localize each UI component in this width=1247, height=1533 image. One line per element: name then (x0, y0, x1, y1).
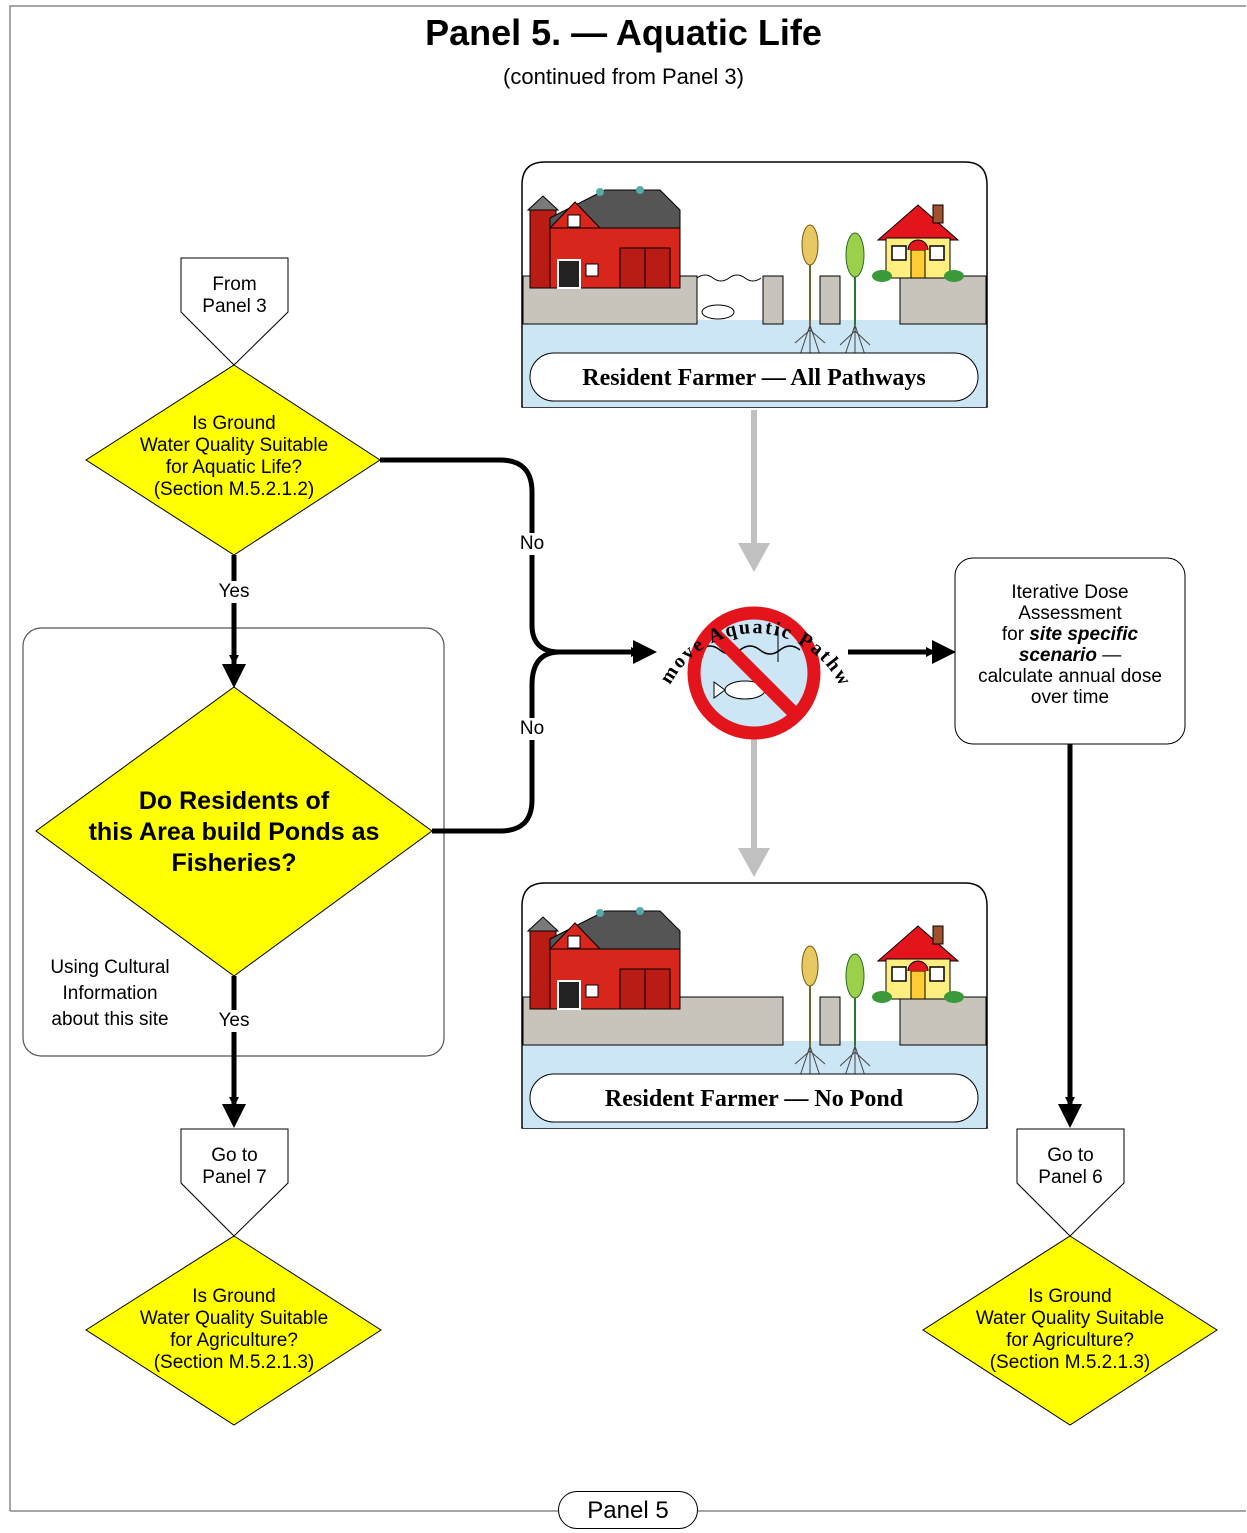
decision-ground-water-text: Is Ground Water Quality Suitable for Aqu… (114, 413, 354, 501)
dgw-line-1: Is Ground (192, 413, 276, 434)
cn-line-3: about this site (51, 1009, 169, 1030)
decision-agriculture-right-text: Is Ground Water Quality Suitable for Agr… (950, 1286, 1190, 1374)
decision-agriculture-left-text: Is Ground Water Quality Suitable for Agr… (114, 1286, 354, 1374)
edge-label-yes-upper: Yes (204, 581, 264, 603)
from-line-2: Panel 3 (202, 296, 267, 317)
edge-label-no-upper: No (505, 533, 559, 555)
scenario-no-pond (521, 882, 988, 1129)
scenario-all-pathways (521, 161, 988, 408)
go-to-panel-7-connector (180, 1128, 289, 1237)
da-line-4-emph: scenario (1018, 645, 1097, 666)
dal-line-4: (Section M.5.2.1.3) (153, 1352, 315, 1373)
dp-line-3: Fisheries? (171, 849, 297, 877)
cultural-note-text: Using Cultural Information about this si… (30, 955, 190, 1033)
dp-line-1: Do Residents of (138, 787, 330, 815)
edge-label-no-lower: No (505, 718, 559, 740)
scenario-no-pond-label: Resident Farmer — No Pond (604, 1086, 904, 1112)
dar-line-1: Is Ground (1028, 1286, 1112, 1307)
dgw-line-2: Water Quality Suitable (139, 435, 329, 456)
gp7-line-2: Panel 7 (202, 1167, 267, 1188)
da-line-3-emph: site specific (1029, 624, 1139, 645)
da-line-3-prefix: for (1001, 624, 1030, 645)
from-panel-3-connector (180, 257, 289, 366)
decision-ponds-text: Do Residents of this Area build Ponds as… (84, 786, 384, 879)
go-to-panel-6-text: Go to Panel 6 (1017, 1145, 1124, 1189)
decision-agriculture-right (922, 1235, 1218, 1426)
da-line-5: calculate annual dose (978, 666, 1162, 687)
arrow-no-upper (380, 457, 641, 657)
decision-agriculture-left (85, 1235, 382, 1426)
dal-line-1: Is Ground (192, 1286, 276, 1307)
da-line-1: Iterative Dose (1011, 582, 1129, 603)
dar-line-3: for Agriculture? (1006, 1330, 1134, 1351)
arrow-no-lower (432, 649, 561, 834)
cn-line-1: Using Cultural (50, 957, 170, 978)
dgw-line-3: for Aquatic Life? (165, 457, 303, 478)
gp6-line-1: Go to (1047, 1145, 1094, 1166)
page-frame (9, 5, 1246, 1512)
dal-line-2: Water Quality Suitable (139, 1308, 329, 1329)
da-line-4-suffix: — (1096, 645, 1122, 666)
go-to-panel-6-connector (1016, 1128, 1125, 1237)
gp6-line-2: Panel 6 (1038, 1167, 1103, 1188)
dar-line-2: Water Quality Suitable (975, 1308, 1165, 1329)
page-subtitle: (continued from Panel 3) (503, 64, 744, 89)
da-line-2: Assessment (1018, 603, 1122, 624)
cn-line-2: Information (62, 983, 158, 1004)
go-to-panel-7-text: Go to Panel 7 (181, 1145, 288, 1189)
edge-label-yes-lower: Yes (204, 1010, 264, 1032)
from-panel-3-text: From Panel 3 (181, 274, 288, 318)
scenario-all-pathways-label: Resident Farmer — All Pathways (582, 365, 926, 391)
gp7-line-1: Go to (211, 1145, 258, 1166)
gray-arrows (738, 410, 770, 877)
dar-line-4: (Section M.5.2.1.3) (989, 1352, 1151, 1373)
da-line-6: over time (1030, 687, 1110, 708)
panel-footer-label: Panel 5 (558, 1491, 698, 1529)
da-line-4: scenario — (955, 645, 1185, 666)
page-title: Panel 5. — Aquatic Life (425, 12, 822, 53)
flow-lines (229, 457, 1075, 1107)
dose-assessment-text: Iterative Dose Assessment for site speci… (955, 582, 1185, 708)
from-line-1: From (212, 274, 257, 295)
da-line-3: for site specific (955, 624, 1185, 645)
dp-line-2: this Area build Ponds as (88, 818, 380, 846)
remove-aquatic-pathway-icon (687, 606, 821, 740)
dgw-line-4: (Section M.5.2.1.2) (153, 479, 315, 500)
dal-line-3: for Agriculture? (170, 1330, 298, 1351)
